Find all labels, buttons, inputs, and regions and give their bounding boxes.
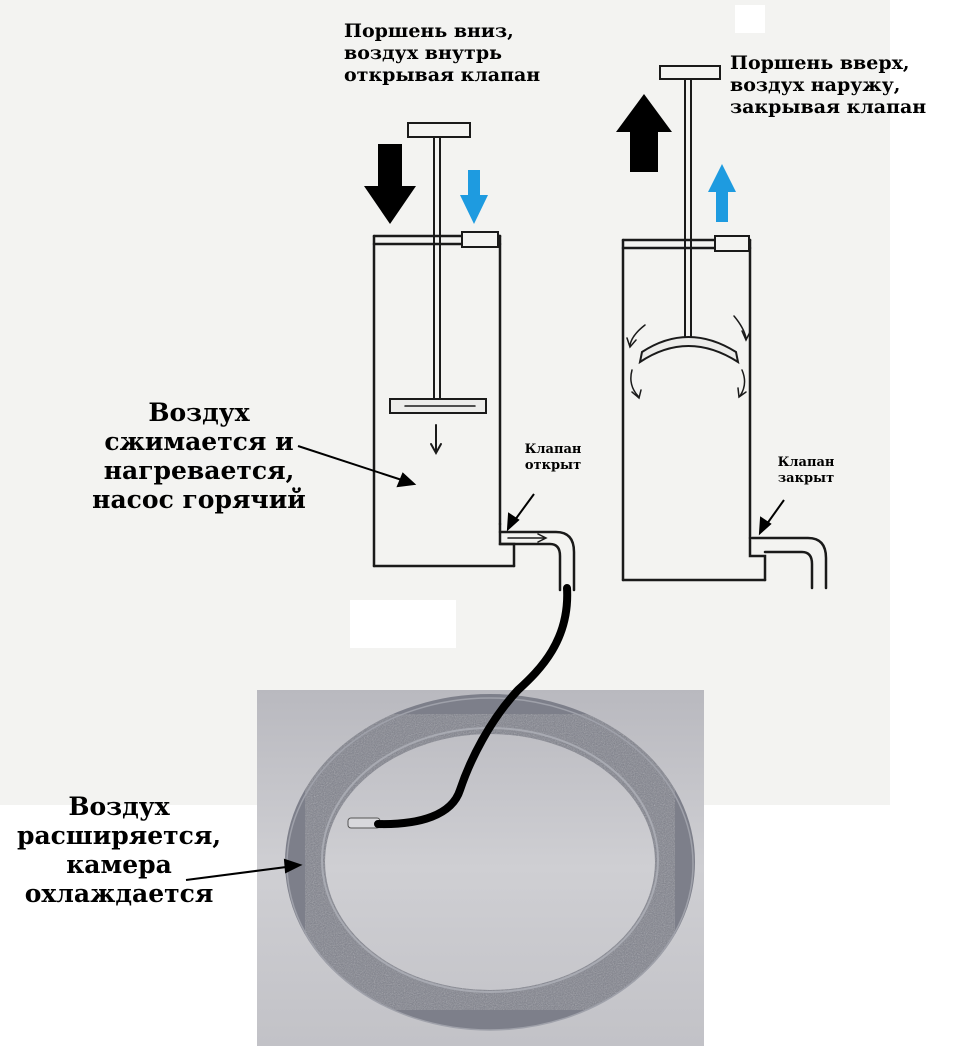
flow-arrow <box>630 369 642 400</box>
flow-arrow <box>626 324 646 349</box>
flow-arrow <box>733 315 751 342</box>
outlet-block <box>748 536 767 582</box>
label-air-compresses: Воздух сжимается и нагревается, насос го… <box>92 398 306 514</box>
pump-right <box>621 65 828 590</box>
hose <box>374 584 572 829</box>
outlet-pipe <box>763 550 814 590</box>
piston-disk <box>638 336 740 365</box>
arrow-down-icon <box>460 170 488 224</box>
paper-blank-patch <box>735 5 765 33</box>
pump-left <box>372 122 576 592</box>
top-valve <box>714 235 750 252</box>
paper-blank-patch <box>350 600 456 648</box>
outlet-pipe <box>498 542 562 592</box>
piston-handle <box>659 65 721 80</box>
piston-handle <box>407 122 471 138</box>
pointer-arrow <box>185 865 295 881</box>
outlet-pipe <box>498 530 576 592</box>
label-air-expands: Воздух расширяется, камера охлаждается <box>16 792 222 908</box>
outlet-pipe <box>750 536 828 590</box>
valve-flow-arrow <box>507 533 548 543</box>
pointer-arrow <box>297 445 409 483</box>
flow-arrow <box>737 369 747 399</box>
label-piston-up: Поршень вверх, воздух наружу, закрывая к… <box>730 52 927 119</box>
label-valve-open: Клапан открыт <box>524 442 582 474</box>
arrow-up-icon <box>708 164 736 222</box>
flow-arrow-head <box>430 443 442 456</box>
pointer-arrows <box>185 445 785 881</box>
label-valve-closed: Клапан закрыт <box>777 455 835 487</box>
top-valve <box>461 231 499 248</box>
arrow-down-icon <box>364 144 416 224</box>
arrow-up-icon <box>616 94 672 172</box>
label-piston-down: Поршень вниз, воздух внутрь открывая кла… <box>344 20 541 87</box>
